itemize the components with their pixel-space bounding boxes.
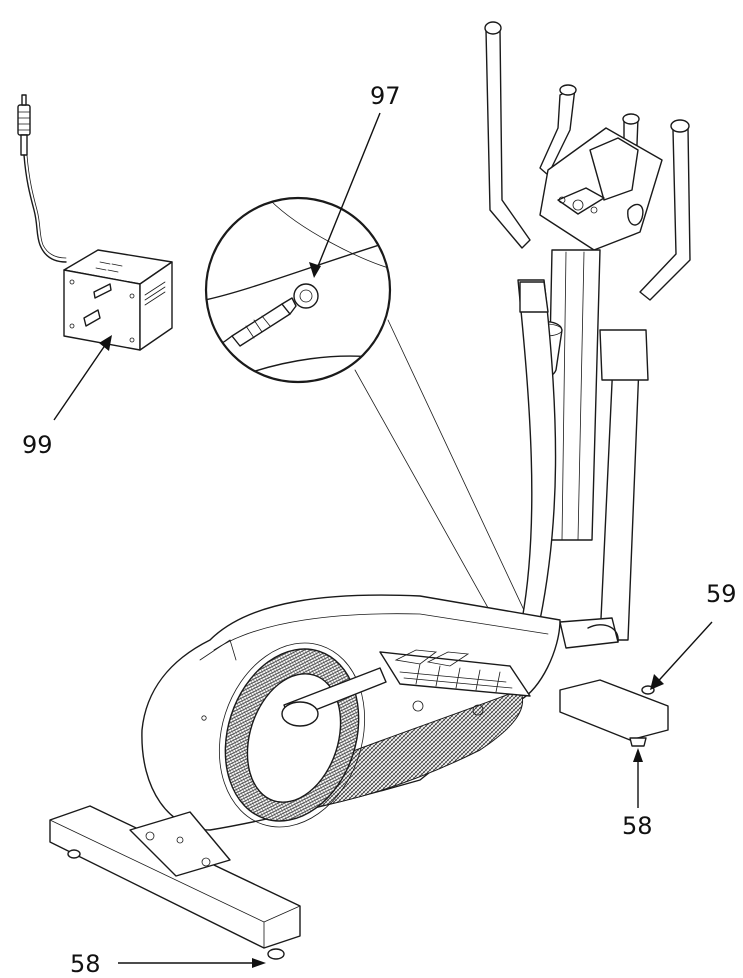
callout-label-99: 99 [22,431,53,459]
callout-label-97: 97 [370,82,401,110]
power-adapter [17,94,173,351]
callout-arrow-58-bottom [118,958,266,968]
callout-arrow-97 [309,112,381,278]
callout-label-59: 59 [706,580,737,608]
zoom-detail-circle [204,196,546,666]
callout-arrow-58-right [633,748,643,808]
callout-label-58-bottom: 58 [70,950,101,978]
callout-arrow-59 [650,621,713,690]
callout-arrow-99 [53,335,112,421]
callout-label-58-right: 58 [622,812,653,840]
elliptical-trainer [49,21,691,960]
